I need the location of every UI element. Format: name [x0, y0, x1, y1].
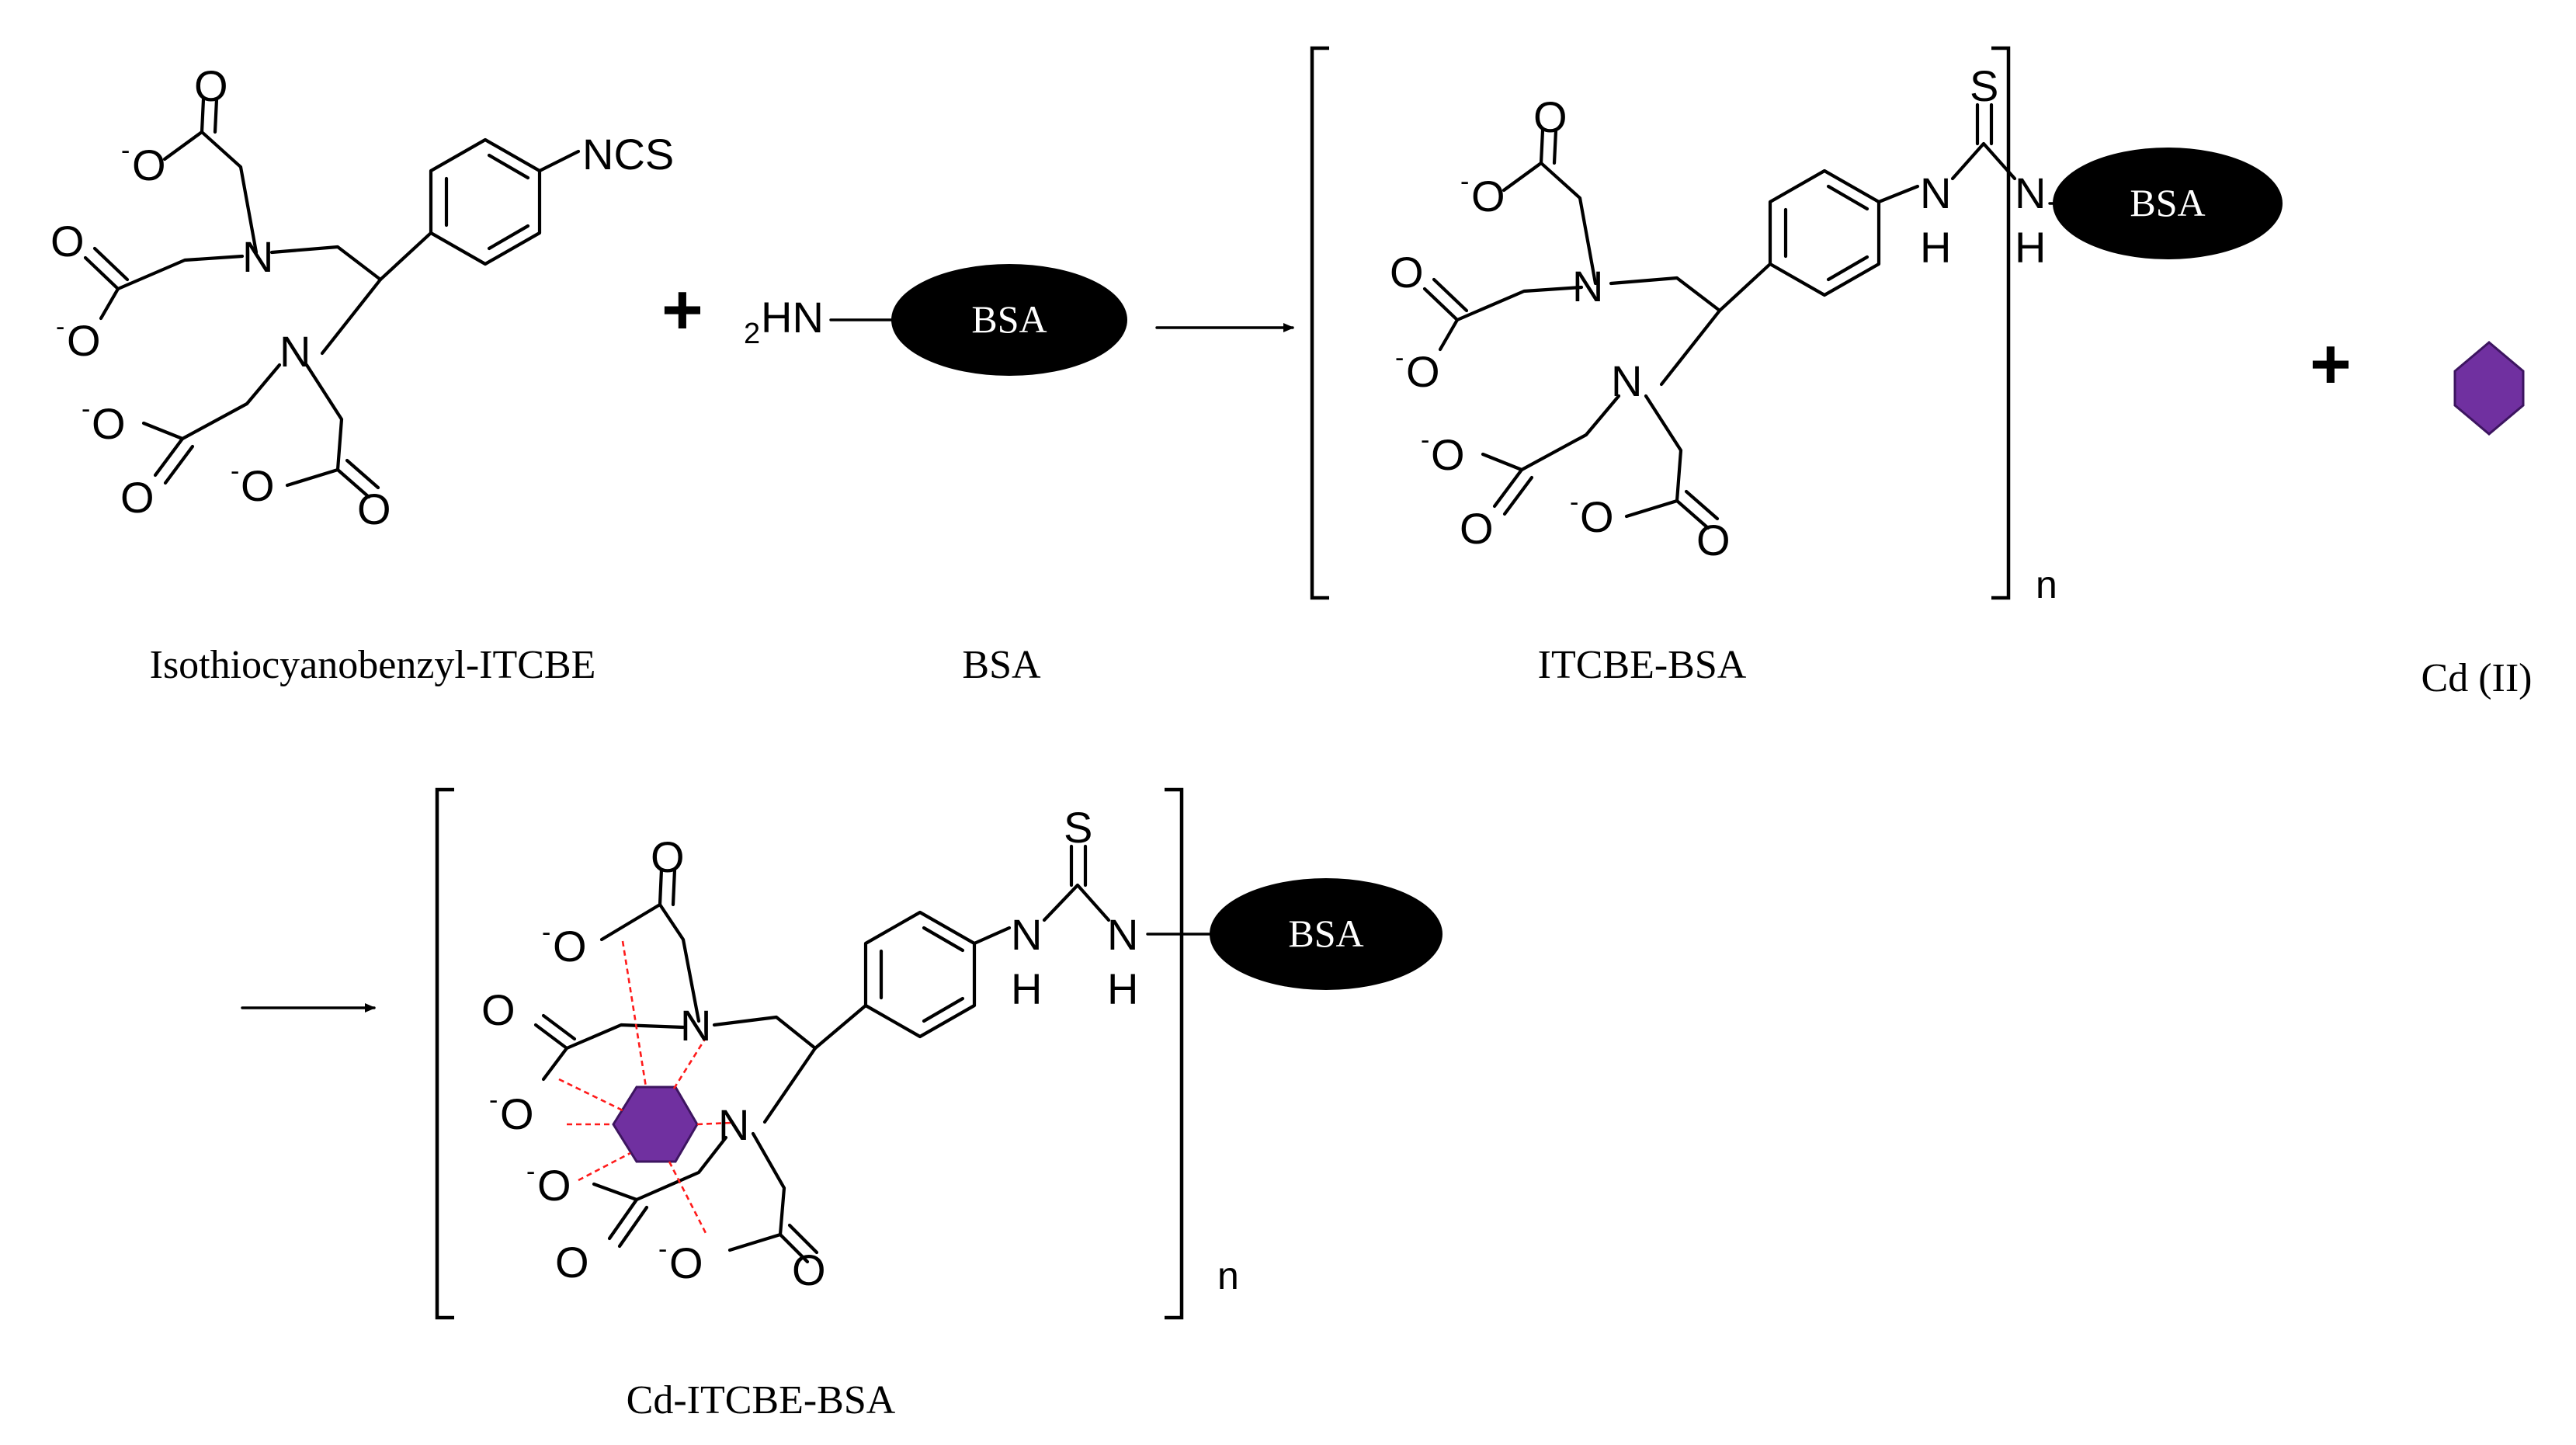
o-atom: O — [50, 217, 85, 266]
nh-n-left: N — [1920, 168, 1951, 217]
o-atom: O — [1406, 347, 1440, 396]
coord-bond — [621, 940, 647, 1088]
n-atom-upper: N — [242, 232, 273, 281]
o-atom: O — [120, 473, 154, 522]
repeat-index: n — [1217, 1254, 1239, 1297]
o-atom: O — [1471, 172, 1505, 221]
neg-charge: - — [1570, 488, 1578, 517]
s-atom: S — [1064, 803, 1092, 852]
bsa-label: BSA — [2130, 181, 2205, 224]
bracket-right — [1991, 46, 2011, 600]
o-atom: O — [500, 1089, 534, 1138]
conjugate-structure: N N O - O O - O - O O - O O N H S N H BS… — [1310, 46, 2283, 606]
caption-complex: Cd-ITCBE-BSA — [627, 1378, 896, 1422]
reagent-structure: NCS N N O - O O - O - O O - O O — [50, 61, 674, 533]
nh-h-left: H — [1011, 964, 1042, 1013]
neg-charge: - — [1421, 426, 1429, 455]
cd-ion-coordinated — [612, 1085, 699, 1163]
caption-metal: Cd (II) — [2422, 656, 2533, 700]
o-atom: O — [1460, 504, 1494, 553]
coord-bond — [558, 1078, 623, 1112]
nh-h-right: H — [1107, 964, 1138, 1013]
neg-charge: - — [231, 457, 239, 486]
o-atom: O — [553, 922, 587, 971]
caption-reagent: Isothiocyanobenzyl-ITCBE — [150, 643, 596, 687]
neg-charge: - — [82, 394, 90, 424]
plus-sign-2: + — [2310, 325, 2352, 404]
caption-conjugate: ITCBE-BSA — [1538, 643, 1747, 687]
amine-subscript: 2 — [744, 318, 760, 350]
nh-n-left: N — [1011, 910, 1042, 959]
o-atom: O — [669, 1238, 703, 1287]
o-atom: O — [357, 485, 391, 533]
o-atom: O — [1580, 492, 1614, 541]
complex-structure: N N O - O O - O - O O - O O N H S N H BS… — [435, 787, 1442, 1320]
bsa-label: BSA — [971, 297, 1047, 341]
coord-bond — [668, 1161, 708, 1235]
o-atom: O — [1431, 430, 1465, 479]
ncs-label: NCS — [582, 130, 674, 179]
o-atom: O — [651, 832, 685, 881]
bsa-label: BSA — [1288, 912, 1363, 955]
o-atom: O — [1696, 516, 1731, 564]
bsa-ellipse — [2053, 148, 2283, 259]
o-atom: O — [194, 61, 228, 110]
o-atom: O — [792, 1245, 826, 1294]
neg-charge: - — [489, 1085, 498, 1115]
o-atom: O — [132, 141, 166, 189]
s-atom: S — [1970, 61, 1998, 110]
neg-charge: - — [1395, 343, 1404, 373]
coord-bond — [672, 1036, 708, 1089]
amine-label: HN — [761, 293, 824, 342]
n-atom-upper: N — [680, 1001, 711, 1050]
cd-ion-hexagon — [2453, 341, 2525, 436]
o-atom: O — [241, 461, 275, 510]
o-atom: O — [92, 399, 126, 448]
coord-bond — [696, 1121, 732, 1126]
coord-bond — [578, 1151, 631, 1182]
caption-bsa: BSA — [962, 643, 1041, 687]
plus-sign-1: + — [661, 270, 703, 349]
n-atom-lower: N — [718, 1100, 749, 1149]
n-atom-lower: N — [279, 327, 311, 376]
o-atom: O — [1390, 248, 1424, 297]
neg-charge: - — [542, 918, 550, 947]
nh-n-right: N — [2015, 168, 2046, 217]
o-atom: O — [481, 985, 516, 1034]
bracket-left — [1310, 46, 1329, 600]
bracket-right — [1165, 787, 1184, 1320]
o-atom: O — [1533, 92, 1567, 141]
o-atom: O — [537, 1161, 571, 1210]
bsa-ellipse — [891, 264, 1127, 376]
neg-charge: - — [121, 136, 130, 165]
neg-charge: - — [56, 312, 64, 342]
nh-h-right: H — [2015, 223, 2046, 272]
neg-charge: - — [658, 1235, 667, 1264]
o-atom: O — [67, 316, 101, 365]
bsa-reactant: 2 HN BSA — [744, 264, 1127, 376]
neg-charge: - — [1460, 167, 1469, 196]
repeat-index: n — [2036, 563, 2057, 606]
bracket-left — [435, 787, 454, 1320]
nh-n-right: N — [1107, 910, 1138, 959]
n-atom-upper: N — [1572, 262, 1603, 311]
bsa-ellipse — [1210, 878, 1442, 990]
n-atom-lower: N — [1611, 356, 1642, 405]
o-atom: O — [555, 1238, 589, 1287]
nh-h-left: H — [1920, 223, 1951, 272]
neg-charge: - — [526, 1157, 535, 1186]
